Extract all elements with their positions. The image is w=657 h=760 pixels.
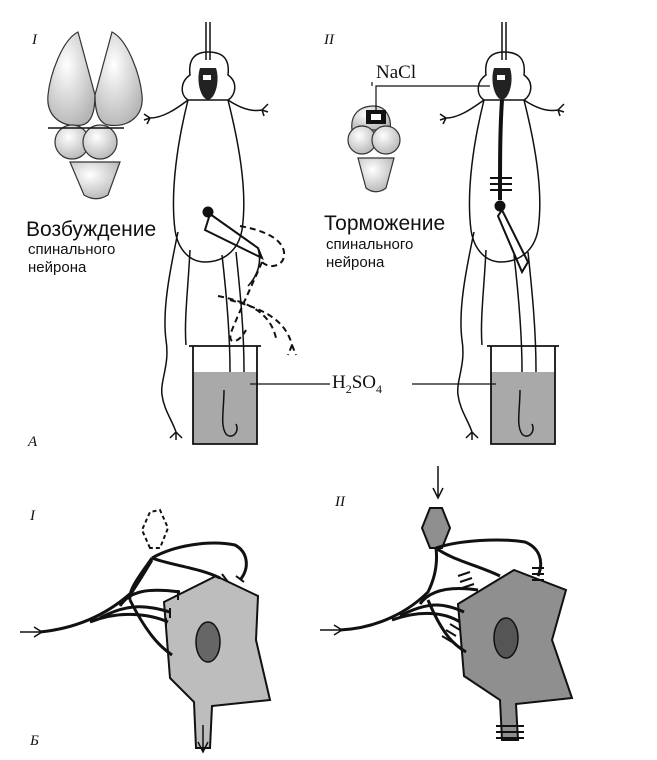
inhibitory-synapses-right (441, 567, 544, 739)
input-arrow-right (320, 624, 344, 636)
beaker-right (487, 345, 559, 445)
nucleus-left (195, 621, 221, 663)
motoneuron-left-soma (162, 574, 272, 749)
input-arrow-left (20, 626, 44, 638)
output-arrow-left (197, 725, 209, 754)
reflex-leg-left (202, 206, 297, 356)
interneuron-input-arrow (432, 466, 444, 500)
neuron-right (320, 466, 574, 741)
frog-left-brain-exposed (198, 68, 218, 100)
afferent-fibers-left (39, 541, 248, 657)
nacl-pointer-line (371, 82, 490, 110)
excitation-title: Возбуждение (26, 218, 157, 241)
frog-right-brain-exposed (492, 68, 512, 100)
panel-a-right-numeral: II (324, 32, 334, 48)
inhibition-line2: спинального (326, 236, 414, 253)
nucleus-right (493, 617, 519, 659)
brain-left (47, 31, 143, 200)
neuron-left (20, 508, 272, 754)
acid-label: H2SO4 (330, 372, 385, 397)
inhibitory-pathway (490, 99, 530, 275)
beaker-left (189, 345, 261, 445)
foot-in-acid-left (221, 389, 238, 437)
panel-a-letter: А (28, 434, 38, 450)
interneuron-left-inactive (140, 508, 170, 549)
panel-a-left-numeral: I (32, 32, 37, 48)
inhibition-title: Торможение (324, 212, 446, 235)
foot-in-acid-right (517, 389, 534, 437)
inhibition-line3: нейрона (326, 254, 385, 271)
excitation-line2: спинального (28, 241, 116, 258)
panel-b-left-numeral: I (30, 508, 35, 524)
synapse-marks-left (165, 573, 245, 628)
panel-b-letter: Б (30, 733, 39, 749)
afferent-fibers-right (339, 538, 543, 654)
excitation-line3: нейрона (28, 259, 87, 276)
inhibitory-interneuron-right (420, 507, 452, 549)
motoneuron-right-soma (456, 568, 574, 741)
panel-b-right-numeral: II (335, 494, 345, 510)
nacl-label: NaCl (374, 62, 419, 84)
